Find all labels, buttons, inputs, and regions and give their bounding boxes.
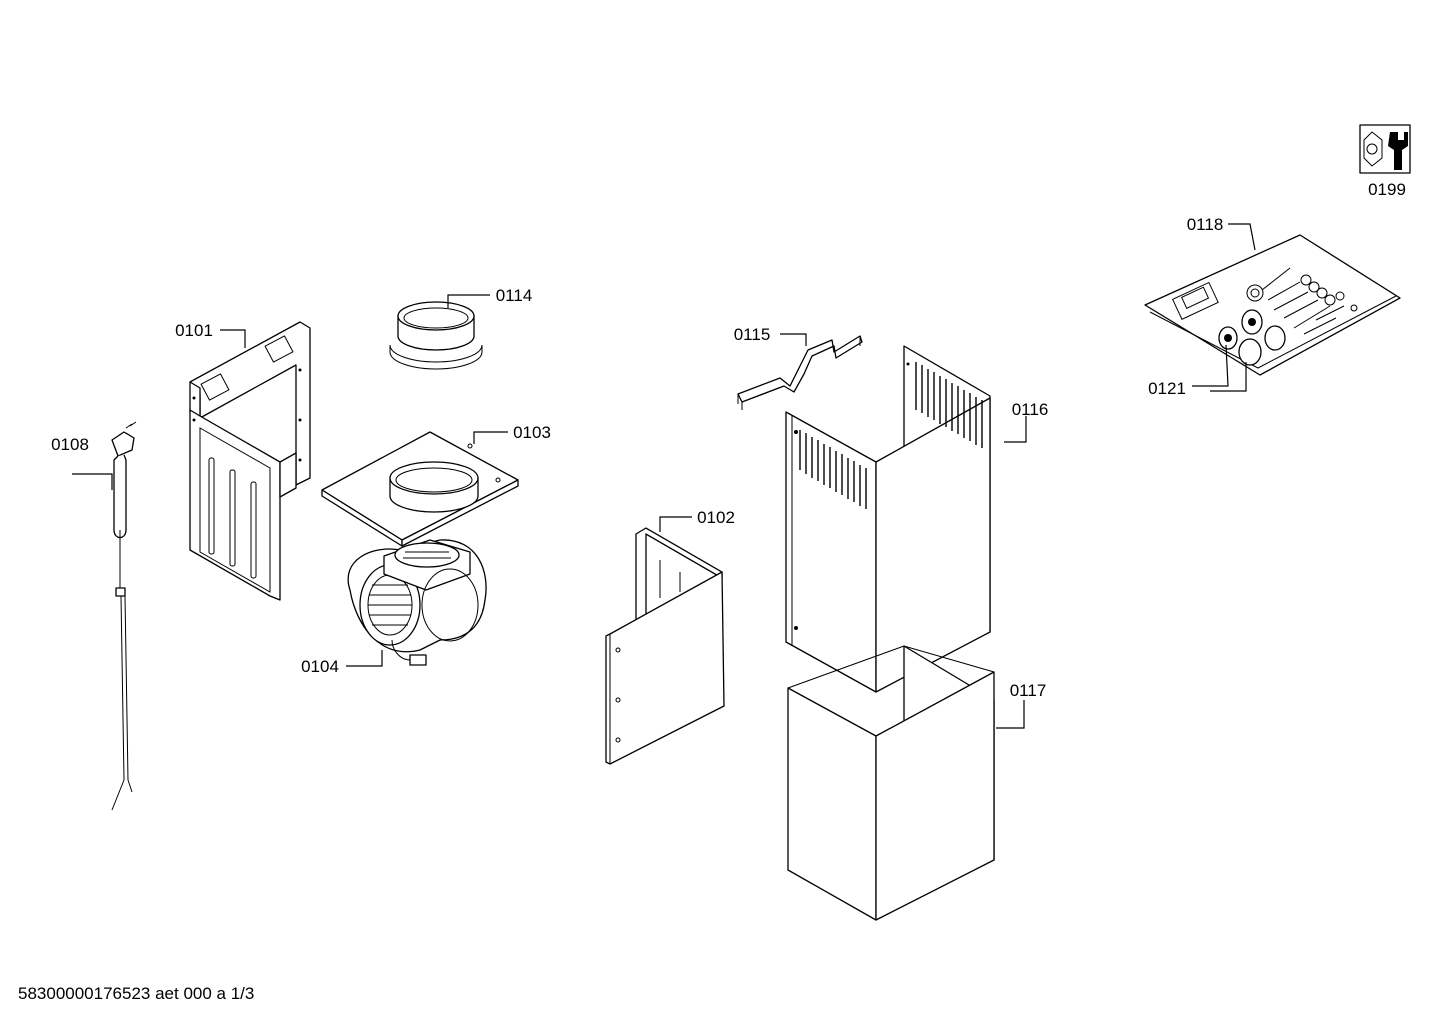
vent-slots-front	[799, 430, 867, 509]
part-label-0121: 0121	[1148, 379, 1186, 398]
vent-slots-top	[915, 362, 983, 448]
power-cord-drawing	[111, 421, 137, 811]
fixing-kit-bag-drawing	[1144, 234, 1401, 376]
part-label-0116: 0116	[1012, 400, 1049, 419]
document-id: 58300000176523 aet 000 a 1/3	[18, 984, 254, 1003]
part-label-0199: 0199	[1368, 180, 1406, 199]
part-label-0118: 0118	[1187, 215, 1224, 234]
part-label-0101: 0101	[175, 321, 213, 340]
part-label-0102: 0102	[697, 508, 735, 527]
inner-chimney-panel-drawing	[605, 527, 725, 765]
lower-chimney-cover-drawing	[787, 645, 995, 921]
fan-plate-drawing	[321, 431, 519, 547]
fan-motor-drawing	[347, 539, 487, 666]
part-label-0108: 0108	[51, 435, 89, 454]
part-label-0103: 0103	[513, 423, 551, 442]
back-panel-drawing	[189, 321, 311, 601]
part-label-0117: 0117	[1010, 681, 1047, 700]
part-label-0115: 0115	[734, 325, 771, 344]
air-outlet-ring-drawing	[389, 301, 483, 370]
wrench-icon	[1359, 124, 1411, 174]
upper-chimney-cover-drawing	[785, 345, 991, 693]
part-label-0104: 0104	[301, 657, 339, 676]
mounting-bracket-drawing	[737, 335, 863, 410]
part-label-0114: 0114	[496, 286, 533, 305]
